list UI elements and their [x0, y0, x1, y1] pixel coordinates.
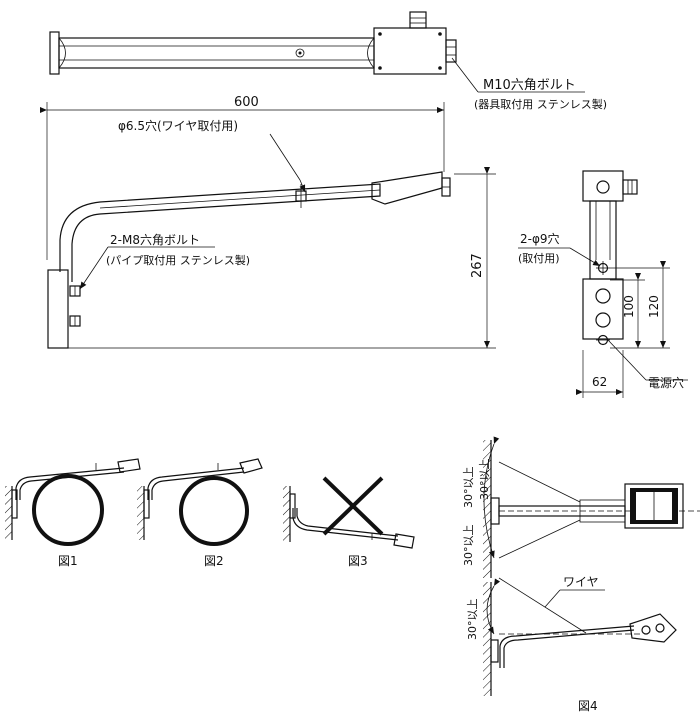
label-bolt-m10-note: (器具取付用 ステンレス製) [474, 97, 607, 111]
label-angle-top: 30°以上 [462, 467, 475, 509]
figure-1-label: 図1 [58, 554, 78, 568]
top-view-wall-plate [49, 31, 60, 75]
side-view-fixture [371, 171, 443, 205]
front-view-fixture-box [582, 170, 624, 202]
label-angle-fig4b: 30°以上 [466, 599, 479, 641]
label-angle-bottom: 30°以上 [462, 525, 475, 567]
figure-4-plan: 30°以上 30°以上 30°以上 [462, 436, 700, 578]
figure-4-fixture [624, 483, 684, 529]
label-wire: ワイヤ [563, 575, 599, 589]
front-view-gland [622, 179, 638, 195]
label-bolt-m10: M10六角ボルト [483, 78, 576, 93]
dim-62: 62 [592, 375, 607, 389]
side-view-wall-plate [47, 269, 69, 349]
front-view: 2-φ9穴 (取付用) 100 120 62 電源穴 [518, 170, 688, 398]
label-hole-9-note: (取付用) [518, 252, 560, 265]
side-view: 600 φ6.5穴(ワイヤ取付用) 2-M8六角ボルト (パイプ取付用 ステンレ… [40, 95, 496, 349]
label-hole-6-5: φ6.5穴(ワイヤ取付用) [118, 118, 238, 133]
figure-2-ok-mark [179, 476, 249, 546]
figure-3-ng-mark [322, 476, 384, 536]
figure-1: 図1 [5, 458, 141, 568]
top-view-m10-bolt [445, 39, 457, 63]
top-view-gland [409, 11, 427, 29]
figure-3-label: 図3 [348, 554, 368, 568]
label-bolt-m8-note: (パイプ取付用 ステンレス製) [106, 253, 250, 267]
dim-600: 600 [234, 95, 259, 110]
top-view: M10六角ボルト (器具取付用 ステンレス製) [49, 11, 607, 111]
figure-2-label: 図2 [204, 554, 224, 568]
label-angle-side: 30°以上 [478, 459, 491, 501]
figure-1-ok-mark [32, 474, 104, 546]
top-view-wire-hole [295, 48, 305, 58]
front-view-base [582, 278, 624, 340]
dim-267: 267 [470, 253, 485, 278]
top-view-fixture-box [373, 27, 447, 75]
label-power-hole: 電源穴 [648, 375, 684, 390]
top-view-pipe [58, 37, 375, 69]
figure-4-elevation: ワイヤ 30°以上 図4 [466, 575, 677, 713]
figure-3: 図3 [283, 476, 415, 568]
label-bolt-m8: 2-M8六角ボルト [110, 233, 200, 247]
dim-100: 100 [622, 295, 636, 318]
figure-4-label: 図4 [578, 699, 598, 713]
side-view-arm [59, 183, 381, 282]
dim-120: 120 [647, 295, 661, 318]
label-hole-9: 2-φ9穴 [520, 231, 560, 246]
figure-4-fixture-tilted [629, 613, 677, 643]
figure-2: 図2 [137, 458, 263, 568]
